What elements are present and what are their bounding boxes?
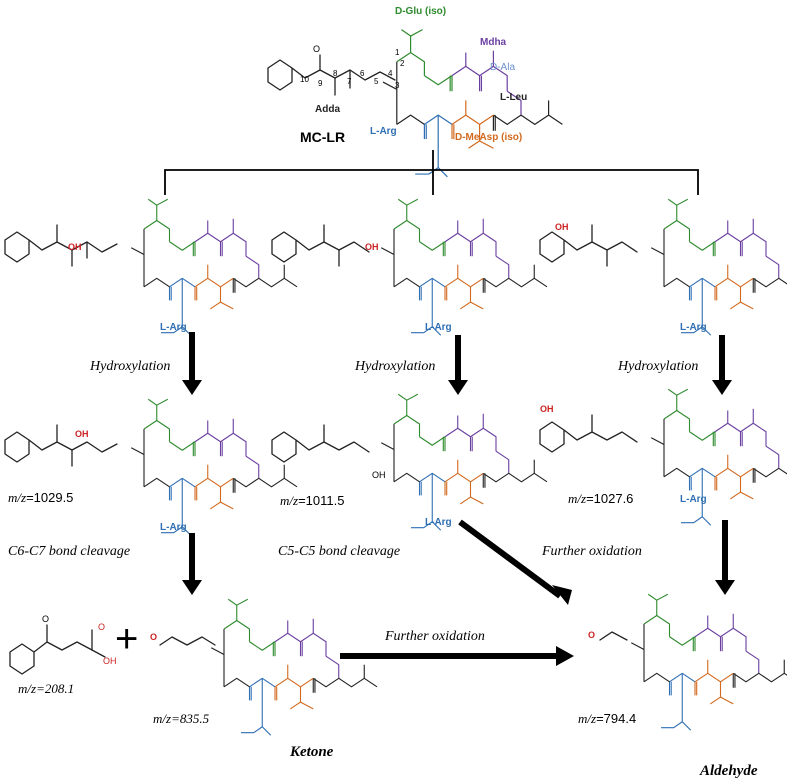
label-larg: L-Arg xyxy=(680,322,707,333)
acid-methoxy-o: O xyxy=(42,614,49,624)
ketone-o: O xyxy=(150,632,157,642)
c6c7-intermediate: OH L-Arg xyxy=(4,398,298,536)
label-larg-top: L-Arg xyxy=(370,126,397,137)
label-mclr: MC-LR xyxy=(300,129,345,145)
arrows-down-2 xyxy=(182,519,735,605)
label-dmeasp: D-MeAsp (iso) xyxy=(455,132,522,143)
mz-1029: m/z=1029.5 xyxy=(8,490,73,505)
num-1: 1 xyxy=(395,48,400,57)
label-adda: Adda xyxy=(315,104,340,115)
num-5: 5 xyxy=(374,77,379,86)
step-hydroxylation-1: Hydroxylation xyxy=(89,359,170,374)
label-dala: D-Ala xyxy=(490,62,515,73)
step-c5c5: C5-C5 bond cleavage xyxy=(278,544,400,559)
label-larg: L-Arg xyxy=(680,494,707,505)
dihydroxy-phenyl: OH L-Arg xyxy=(539,388,787,526)
oh-red: OH xyxy=(365,242,379,252)
acid-o: O xyxy=(98,622,105,632)
label-dglu: D-Glu (iso) xyxy=(395,6,446,17)
num-8: 8 xyxy=(333,69,338,78)
branch-connector xyxy=(164,150,699,195)
step-c6c7: C6-C7 bond cleavage xyxy=(8,544,130,559)
step-hydroxylation-2: Hydroxylation xyxy=(354,359,435,374)
plus-sign: + xyxy=(115,617,138,661)
num-10: 10 xyxy=(300,75,309,84)
mz-835: m/z=835.5 xyxy=(153,711,210,726)
adda-chain xyxy=(267,59,396,91)
step-hydroxylation-3: Hydroxylation xyxy=(617,359,698,374)
aldehyde-product: O xyxy=(588,593,787,731)
label-aldehyde: Aldehyde xyxy=(699,763,758,779)
step-further-ox-1: Further oxidation xyxy=(541,544,642,559)
mz-794: m/z=794.4 xyxy=(578,711,636,726)
num-3: 3 xyxy=(395,81,400,90)
oh-red: OH xyxy=(555,222,569,232)
c5-intermediate: OH L-Arg xyxy=(271,393,548,531)
mc-lr-structure: O 10 9 8 7 6 5 4 3 2 1 D-Glu (iso) Mdha … xyxy=(267,6,563,178)
num-2: 2 xyxy=(400,59,405,68)
further-oxidation-arrow: Further oxidation xyxy=(340,629,574,666)
label-larg: L-Arg xyxy=(425,322,452,333)
label-larg: L-Arg xyxy=(425,517,452,528)
label-lleu: L-Leu xyxy=(500,92,527,103)
arrows-down-1 xyxy=(182,332,732,395)
label-larg: L-Arg xyxy=(160,322,187,333)
acid-oh: OH xyxy=(103,656,117,666)
hydroxylated-c4: OH L-Arg xyxy=(271,198,548,336)
oh-red: OH xyxy=(68,242,82,252)
aldehyde-o: O xyxy=(588,630,595,640)
mz-208: m/z=208.1 xyxy=(18,681,74,696)
oh-red: OH xyxy=(75,429,89,439)
oh-red: OH xyxy=(540,404,554,414)
methoxy-o: O xyxy=(313,44,320,54)
mz-1027: m/z=1027.6 xyxy=(568,491,633,506)
acid-fragment: O O OH xyxy=(9,614,117,675)
label-larg: L-Arg xyxy=(160,522,187,533)
hydroxylated-c7: OH L-Arg xyxy=(4,198,298,336)
num-6: 6 xyxy=(360,69,365,78)
ho-label: OH xyxy=(372,470,386,480)
num-4: 4 xyxy=(388,69,393,78)
label-ketone: Ketone xyxy=(289,744,334,760)
hydroxylated-phenyl: OH L-Arg xyxy=(539,198,787,336)
ketone-product: O xyxy=(150,598,378,736)
mz-1011: m/z=1011.5 xyxy=(280,493,344,508)
label-mdha: Mdha xyxy=(480,37,507,48)
num-7: 7 xyxy=(347,77,352,86)
num-9: 9 xyxy=(318,79,323,88)
step-further-ox-2: Further oxidation xyxy=(384,629,485,644)
